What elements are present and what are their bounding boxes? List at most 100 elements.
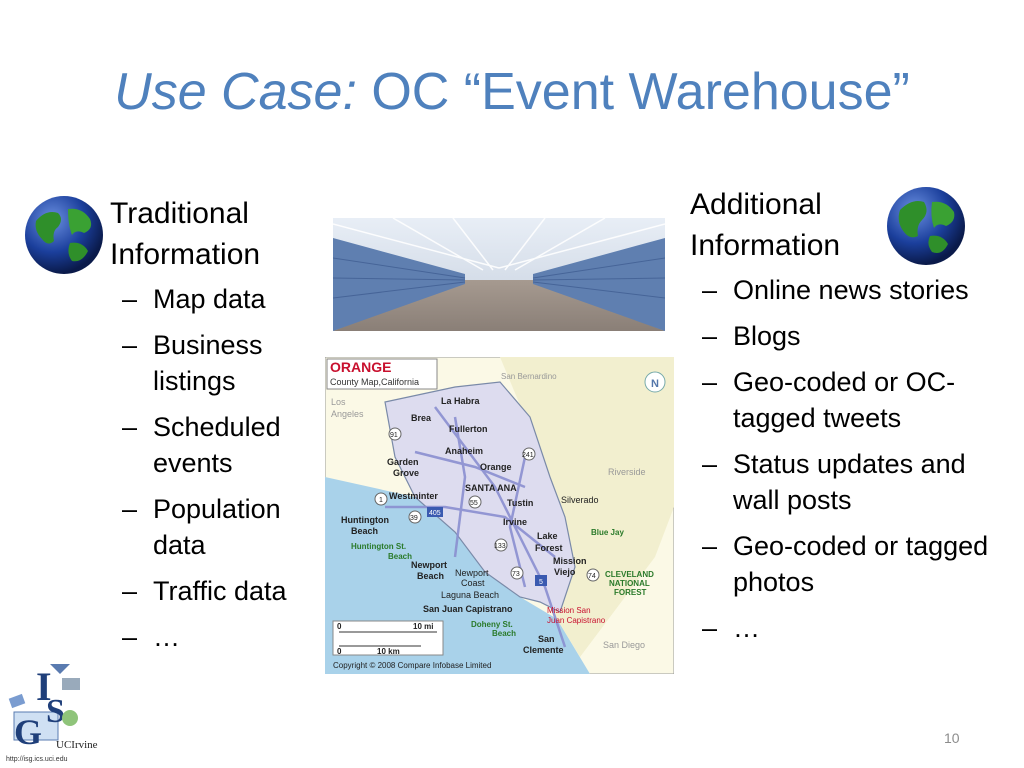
svg-text:Clemente: Clemente	[523, 645, 564, 655]
svg-text:San Bernardino: San Bernardino	[501, 372, 557, 381]
svg-text:CLEVELAND: CLEVELAND	[605, 570, 654, 579]
svg-text:73: 73	[512, 571, 520, 578]
svg-text:Beach: Beach	[417, 571, 444, 581]
svg-text:Grove: Grove	[393, 468, 419, 478]
additional-heading: Additional Information	[690, 188, 841, 262]
svg-text:Mission: Mission	[553, 556, 587, 566]
bullet-dash: –	[122, 622, 138, 652]
traditional-list: –Map data –Business listings –Scheduled …	[110, 281, 320, 655]
svg-text:91: 91	[390, 432, 398, 439]
svg-text:La Habra: La Habra	[441, 396, 481, 406]
orange-county-map: ORANGE County Map,California N Los Angel…	[325, 357, 674, 674]
svg-text:Garden: Garden	[387, 457, 419, 467]
bullet-dash: –	[122, 494, 138, 524]
svg-text:Beach: Beach	[492, 629, 516, 638]
svg-text:Lake: Lake	[537, 531, 558, 541]
svg-text:1: 1	[379, 497, 383, 504]
list-item: –Status updates and wall posts	[690, 446, 990, 518]
additional-list: –Online news stories –Blogs –Geo-coded o…	[690, 272, 990, 646]
svg-text:Beach: Beach	[351, 526, 378, 536]
bullet-dash: –	[122, 284, 138, 314]
bullet-dash: –	[122, 330, 138, 360]
svg-text:10 mi: 10 mi	[413, 622, 433, 631]
globe-icon-right	[887, 187, 965, 265]
svg-text:241: 241	[522, 452, 534, 459]
svg-text:10 km: 10 km	[377, 647, 400, 656]
svg-text:Riverside: Riverside	[608, 467, 646, 477]
list-item: –Online news stories	[690, 272, 990, 308]
svg-text:Angeles: Angeles	[331, 409, 364, 419]
svg-text:San: San	[538, 634, 555, 644]
title-rest: OC “Event Warehouse”	[356, 63, 910, 121]
svg-text:N: N	[651, 378, 659, 390]
svg-text:Westminter: Westminter	[389, 491, 438, 501]
list-item: –Traffic data	[110, 573, 320, 609]
page-number: 10	[944, 730, 960, 746]
svg-text:74: 74	[588, 573, 596, 580]
svg-text:Huntington St.: Huntington St.	[351, 542, 406, 551]
svg-text:San Diego: San Diego	[603, 640, 645, 650]
svg-text:Orange: Orange	[480, 462, 512, 472]
bullet-dash: –	[702, 531, 718, 561]
svg-text:405: 405	[429, 510, 441, 517]
svg-text:Newport: Newport	[455, 568, 489, 578]
additional-information-column: Additional Information –Online news stor…	[690, 184, 990, 656]
svg-text:55: 55	[470, 500, 478, 507]
svg-text:Anaheim: Anaheim	[445, 446, 483, 456]
list-item: –Business listings	[110, 327, 320, 399]
svg-text:SANTA ANA: SANTA ANA	[465, 483, 517, 493]
list-item: –Map data	[110, 281, 320, 317]
svg-text:5: 5	[539, 579, 543, 586]
list-item: –…	[690, 610, 990, 646]
svg-text:S: S	[46, 693, 65, 730]
svg-text:Coast: Coast	[461, 578, 485, 588]
svg-text:0: 0	[337, 622, 342, 631]
svg-text:133: 133	[494, 543, 506, 550]
svg-text:Fullerton: Fullerton	[449, 424, 488, 434]
svg-text:Juan Capistrano: Juan Capistrano	[547, 616, 606, 625]
traditional-information-column: Traditional Information –Map data –Busin…	[110, 193, 320, 665]
svg-text:Brea: Brea	[411, 413, 432, 423]
svg-text:FOREST: FOREST	[614, 588, 647, 597]
svg-text:G: G	[14, 712, 42, 752]
svg-text:0: 0	[337, 647, 342, 656]
bullet-dash: –	[702, 449, 718, 479]
svg-text:Irvine: Irvine	[503, 517, 527, 527]
svg-text:Newport: Newport	[411, 560, 447, 570]
logo-url: http://isg.ics.uci.edu	[6, 756, 68, 763]
map-copyright: Copyright © 2008 Compare Infobase Limite…	[333, 661, 491, 670]
svg-text:Tustin: Tustin	[507, 498, 533, 508]
svg-text:I: I	[36, 664, 52, 709]
svg-text:39: 39	[410, 515, 418, 522]
title-italic: Use Case:	[114, 63, 357, 121]
svg-text:Silverado: Silverado	[561, 495, 599, 505]
warehouse-photo	[333, 218, 665, 331]
list-item: –Population data	[110, 491, 320, 563]
svg-text:San Juan Capistrano: San Juan Capistrano	[423, 604, 513, 614]
svg-text:Laguna Beach: Laguna Beach	[441, 590, 499, 600]
compass-icon	[644, 371, 666, 393]
globe-icon-left	[25, 196, 103, 274]
svg-text:Huntington: Huntington	[341, 515, 389, 525]
map-subtitle: County Map,California	[330, 377, 419, 387]
bullet-dash: –	[122, 412, 138, 442]
list-item: –Scheduled events	[110, 409, 320, 481]
list-item: –Geo-coded or OC-tagged tweets	[690, 364, 990, 436]
svg-text:Viejo: Viejo	[554, 567, 576, 577]
slide-title: Use Case: OC “Event Warehouse”	[0, 62, 1024, 122]
svg-text:Los: Los	[331, 397, 346, 407]
bullet-dash: –	[702, 321, 718, 351]
list-item: –Blogs	[690, 318, 990, 354]
svg-text:NATIONAL: NATIONAL	[609, 579, 650, 588]
list-item: –…	[110, 619, 320, 655]
bullet-dash: –	[702, 613, 718, 643]
map-title: ORANGE	[330, 359, 391, 375]
traditional-heading: Traditional Information	[110, 197, 261, 271]
bullet-dash: –	[122, 576, 138, 606]
svg-text:Mission San: Mission San	[547, 606, 591, 615]
svg-text:Beach: Beach	[388, 552, 412, 561]
logo-caption: UCIrvine	[56, 739, 98, 751]
svg-text:Forest: Forest	[535, 543, 563, 553]
bullet-dash: –	[702, 367, 718, 397]
svg-text:Blue Jay: Blue Jay	[591, 528, 624, 537]
